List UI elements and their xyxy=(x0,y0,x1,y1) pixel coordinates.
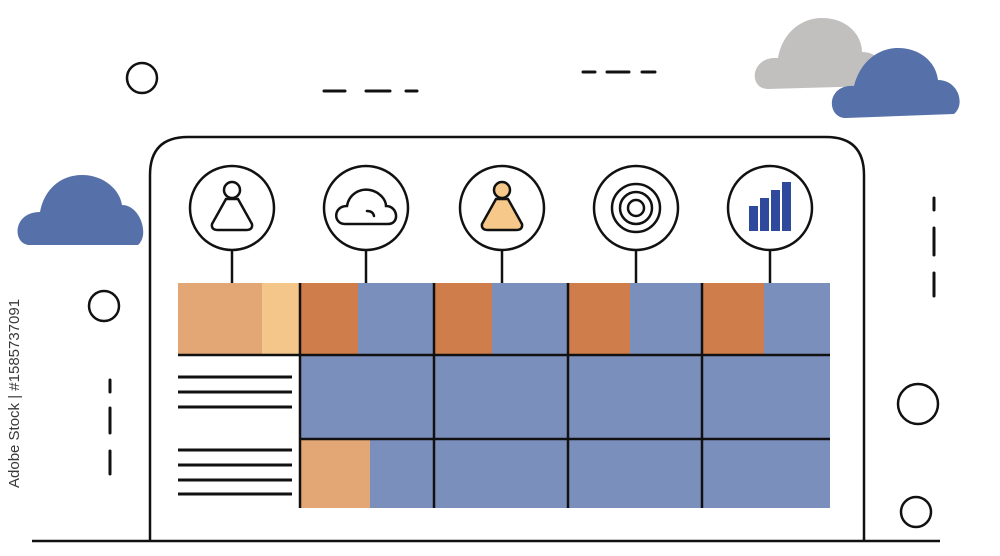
target-ring xyxy=(610,182,662,234)
header-label-cell-a xyxy=(178,283,262,355)
cloud-icon xyxy=(322,164,410,252)
icon-circle xyxy=(188,164,276,252)
decor-circle xyxy=(87,289,121,323)
icon-circle xyxy=(592,164,680,252)
user-outline-icon xyxy=(188,164,276,252)
body-highlight-cell xyxy=(300,440,370,508)
bar-icon-bar xyxy=(749,206,758,231)
bar-chart-icon xyxy=(726,164,814,252)
bar-icon-bar xyxy=(782,182,791,231)
cloud-shape xyxy=(335,188,398,226)
header-col4-blue xyxy=(764,283,830,355)
cloud-detail xyxy=(365,209,376,218)
user-body xyxy=(480,197,524,232)
body-cells xyxy=(300,355,830,508)
gray-cloud-icon xyxy=(754,18,884,89)
left-blue-cloud-icon xyxy=(17,175,144,245)
icon-circle xyxy=(322,164,410,252)
icon-row xyxy=(188,164,814,283)
header-col3-orange xyxy=(568,283,630,355)
table xyxy=(178,283,830,508)
bar-icon-bar xyxy=(760,198,769,231)
user-body xyxy=(210,197,254,232)
blue-cloud-icon xyxy=(831,48,960,118)
header-col1-blue xyxy=(358,283,434,355)
header-col3-blue xyxy=(630,283,702,355)
header-col2-blue xyxy=(492,283,568,355)
decor-circle xyxy=(125,61,159,95)
target-icon xyxy=(592,164,680,252)
header-col4-orange xyxy=(702,283,764,355)
header-col2-orange xyxy=(434,283,492,355)
background-decor xyxy=(87,61,940,529)
bar-icon-bar xyxy=(771,190,780,231)
user-filled-icon xyxy=(458,164,546,252)
header-label-cell-b xyxy=(262,283,300,355)
header-col1-orange xyxy=(300,283,358,355)
decor-circle xyxy=(896,382,940,426)
target-ring xyxy=(618,190,654,226)
decor-circle xyxy=(899,495,933,529)
icon-circle xyxy=(726,164,814,252)
user-head xyxy=(492,180,512,200)
target-ring xyxy=(626,198,646,218)
